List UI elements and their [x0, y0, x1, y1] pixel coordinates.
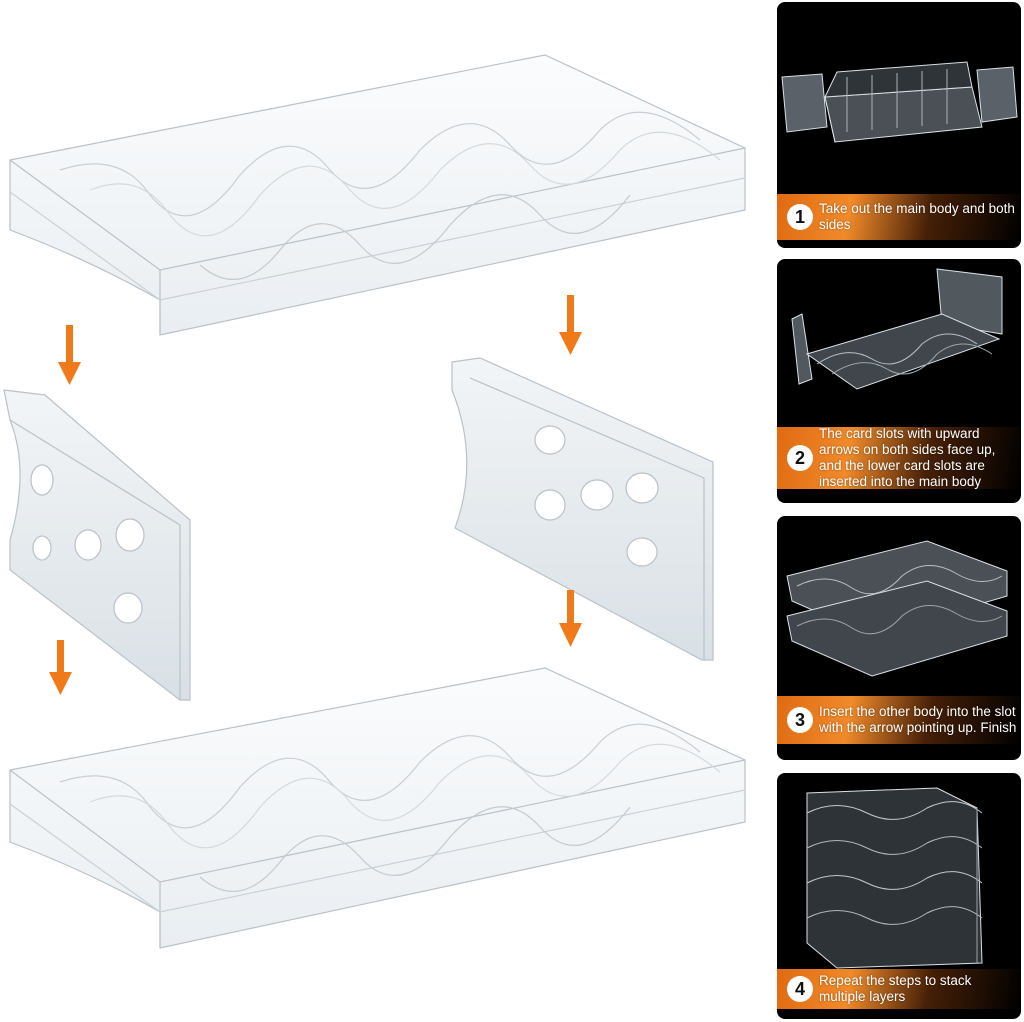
arrow-down-icon: [58, 325, 81, 385]
right-side-panel: [451, 357, 714, 661]
step-panel-1: 1 Take out the main body and both sides: [777, 2, 1021, 248]
step-2-caption: 2 The card slots with upward arrows on b…: [777, 426, 1021, 489]
step-panel-3: 3 Insert the other body into the slot wi…: [777, 516, 1021, 760]
step-3-photo: [786, 540, 1008, 677]
left-side-panel: [3, 389, 191, 701]
top-tray: [9, 54, 746, 336]
bottom-tray: [9, 667, 746, 949]
step-1-caption: 1 Take out the main body and both sides: [777, 194, 1021, 240]
step-2-photo: [791, 268, 1003, 390]
step-panel-4: 4 Repeat the steps to stack multiple lay…: [777, 773, 1021, 1019]
step-3-text: Insert the other body into the slot with…: [819, 704, 1017, 735]
step-3-caption: 3 Insert the other body into the slot wi…: [777, 696, 1021, 744]
step-4-text: Repeat the steps to stack multiple layer…: [819, 973, 972, 1004]
step-number-badge: 4: [787, 976, 813, 1002]
step-4-caption: 4 Repeat the steps to stack multiple lay…: [777, 969, 1021, 1009]
arrow-down-icon: [559, 590, 582, 647]
step-1-text: Take out the main body and both sides: [819, 201, 1015, 232]
arrow-down-icon: [559, 295, 582, 355]
step-panel-2: 2 The card slots with upward arrows on b…: [777, 259, 1021, 503]
step-2-text: The card slots with upward arrows on bot…: [819, 426, 996, 489]
assembly-illustration: [3, 54, 746, 949]
arrow-down-icon: [49, 640, 72, 695]
step-4-photo: [806, 787, 983, 969]
step-number-badge: 1: [787, 204, 813, 230]
step-1-photo: [781, 61, 1018, 143]
step-number-badge: 3: [787, 707, 813, 733]
step-number-badge: 2: [787, 445, 813, 471]
assembly-drawing: [3, 54, 746, 949]
